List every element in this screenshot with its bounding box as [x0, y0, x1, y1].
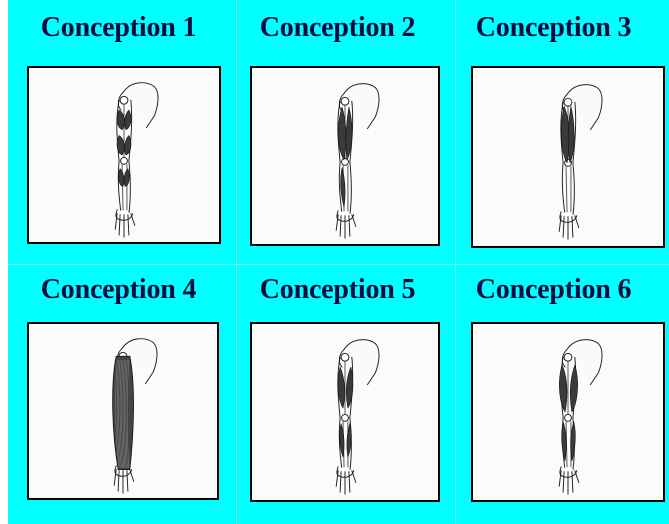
panel-conception-6: Conception 6 [446, 262, 661, 524]
panel-title: Conception 1 [11, 12, 226, 44]
arm-drawing-frame [471, 66, 665, 248]
panel-conception-4: Conception 4 [11, 262, 226, 524]
panel-conception-2: Conception 2 [230, 0, 445, 262]
arm-illustration [29, 68, 219, 242]
panel-title: Conception 2 [230, 12, 445, 44]
arm-drawing-frame [27, 322, 219, 500]
arm-illustration [473, 68, 663, 246]
panel-title: Conception 3 [446, 12, 661, 44]
arm-illustration [473, 324, 663, 500]
arm-illustration [252, 68, 438, 244]
arm-illustration [252, 324, 438, 500]
arm-drawing-frame [471, 322, 665, 502]
arm-drawing-frame [27, 66, 221, 244]
panel-title: Conception 4 [11, 274, 226, 306]
panel-conception-5: Conception 5 [230, 262, 445, 524]
panel-conception-1: Conception 1 [11, 0, 226, 262]
arm-drawing-frame [250, 66, 440, 246]
arm-illustration [29, 324, 217, 498]
panel-title: Conception 6 [446, 274, 661, 306]
panel-title: Conception 5 [230, 274, 445, 306]
arm-drawing-frame [250, 322, 440, 502]
panel-conception-3: Conception 3 [446, 0, 661, 262]
